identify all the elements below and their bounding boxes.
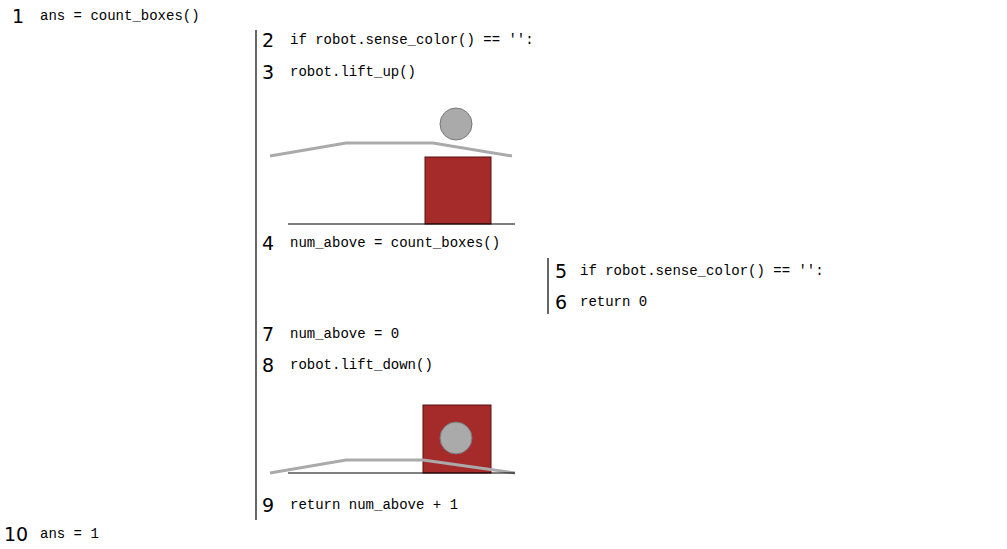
robot <box>440 422 472 454</box>
code-line: ans = 1 <box>40 527 99 542</box>
line-number: 7 <box>262 324 274 345</box>
line-number: 4 <box>262 233 274 254</box>
code-line: return num_above + 1 <box>290 498 458 513</box>
line-number: 2 <box>262 30 274 51</box>
line-number: 6 <box>555 292 567 313</box>
line-number: 10 <box>4 524 28 545</box>
lift-line <box>270 143 512 156</box>
line-number: 3 <box>262 62 274 83</box>
code-line: num_above = 0 <box>290 327 399 342</box>
ground <box>288 223 515 224</box>
code-line: if robot.sense_color() == '': <box>580 264 824 279</box>
ground <box>288 472 515 473</box>
code-line: ans = count_boxes() <box>40 9 200 24</box>
code-line: robot.lift_up() <box>290 65 416 80</box>
box <box>425 157 491 224</box>
code-line: return 0 <box>580 295 647 310</box>
lift-line <box>270 460 515 473</box>
line-number: 9 <box>262 495 274 516</box>
robot <box>440 108 472 140</box>
line-number: 5 <box>555 261 567 282</box>
code-line: robot.lift_down() <box>290 358 433 373</box>
line-number: 1 <box>12 6 24 27</box>
call-bar <box>547 258 548 314</box>
code-line: num_above = count_boxes() <box>290 236 500 251</box>
line-number: 8 <box>262 355 274 376</box>
code-line: if robot.sense_color() == '': <box>290 33 534 48</box>
call-bar <box>255 30 256 520</box>
robot-scene-down <box>270 405 515 473</box>
robot-scene-up <box>270 108 515 224</box>
